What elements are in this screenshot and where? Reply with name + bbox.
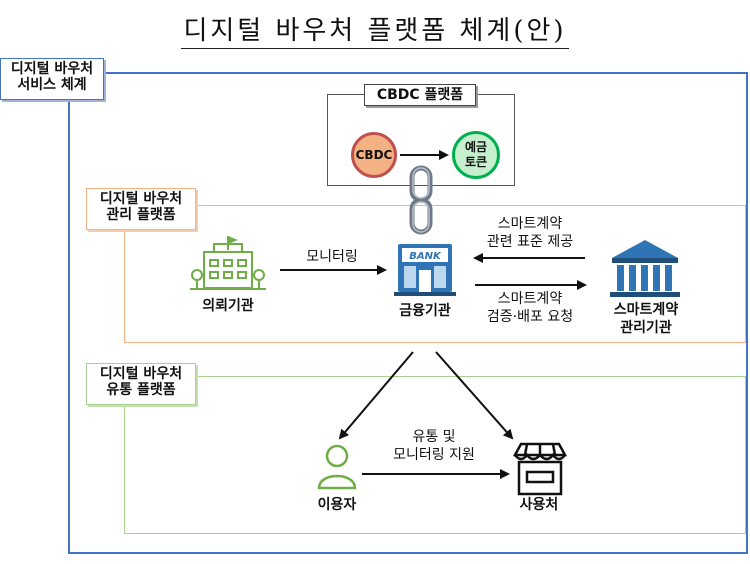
bank-to-merchant-arrow <box>435 351 514 440</box>
deposit-token-coin: 예금 토큰 <box>452 131 500 179</box>
bank-icon <box>394 244 456 296</box>
standard-provision-label: 스마트계약 관련 표준 제공 <box>470 215 590 251</box>
distribution-support-label: 유통 및 모니터링 지원 <box>372 428 496 464</box>
management-platform-label-line2: 관리 플랫폼 <box>106 207 176 223</box>
management-platform-frame <box>124 205 746 343</box>
smart-contract-org-line2: 관리기관 <box>620 320 672 336</box>
distribution-platform-label: 디지털 바우처 유통 플랫폼 <box>86 363 196 405</box>
service-system-label-line2: 서비스 체계 <box>17 77 87 93</box>
standard-provision-line1: 스마트계약 <box>497 216 563 232</box>
distribution-platform-label-line1: 디지털 바우처 <box>99 366 183 382</box>
standard-provision-line2: 관련 표준 제공 <box>486 234 574 250</box>
page-title-text: 디지털 바우처 플랫폼 체계(안) <box>181 16 569 49</box>
cbdc-platform-label-text: CBDC 플랫폼 <box>376 87 464 103</box>
building-icon <box>190 236 266 290</box>
bank-to-user-arrow <box>338 351 414 440</box>
verification-request-label: 스마트계약 검증·배포 요청 <box>470 290 590 326</box>
service-system-label: 디지털 바우처 서비스 체계 <box>0 58 104 100</box>
bank-sign-text: BANK <box>409 251 442 262</box>
management-platform-label: 디지털 바우처 관리 플랫폼 <box>86 188 196 230</box>
cbdc-coin-label: CBDC <box>355 148 393 162</box>
user-label: 이용자 <box>317 497 357 513</box>
management-platform-label-line1: 디지털 바우처 <box>99 191 183 207</box>
distribution-support-line2: 모니터링 지원 <box>393 447 475 463</box>
institution-icon <box>610 240 680 297</box>
service-system-label-line1: 디지털 바우처 <box>10 61 94 77</box>
deposit-token-line2: 토큰 <box>464 155 488 169</box>
bank-label: 금융기관 <box>399 303 451 319</box>
distribution-platform-frame <box>124 376 746 534</box>
deposit-token-line1: 예금 <box>464 140 488 154</box>
verification-request-line1: 스마트계약 <box>497 291 563 307</box>
distribution-support-line1: 유통 및 <box>412 429 456 445</box>
page-title: 디지털 바우처 플랫폼 체계(안) <box>0 10 750 49</box>
monitoring-label: 모니터링 <box>306 249 358 265</box>
verification-request-line2: 검증·배포 요청 <box>486 309 574 325</box>
merchant-label: 사용처 <box>519 497 559 513</box>
cbdc-platform-label: CBDC 플랫폼 <box>364 84 476 106</box>
distribution-platform-label-line2: 유통 플랫폼 <box>106 382 176 398</box>
requester-label: 의뢰기관 <box>202 298 254 314</box>
person-icon <box>317 444 357 490</box>
store-icon <box>512 442 568 496</box>
smart-contract-org-label: 스마트계약 관리기관 <box>598 301 694 337</box>
smart-contract-org-line1: 스마트계약 <box>613 302 679 318</box>
chain-link-icon <box>409 165 433 235</box>
service-system-frame <box>68 72 748 554</box>
cbdc-coin: CBDC <box>351 132 397 178</box>
